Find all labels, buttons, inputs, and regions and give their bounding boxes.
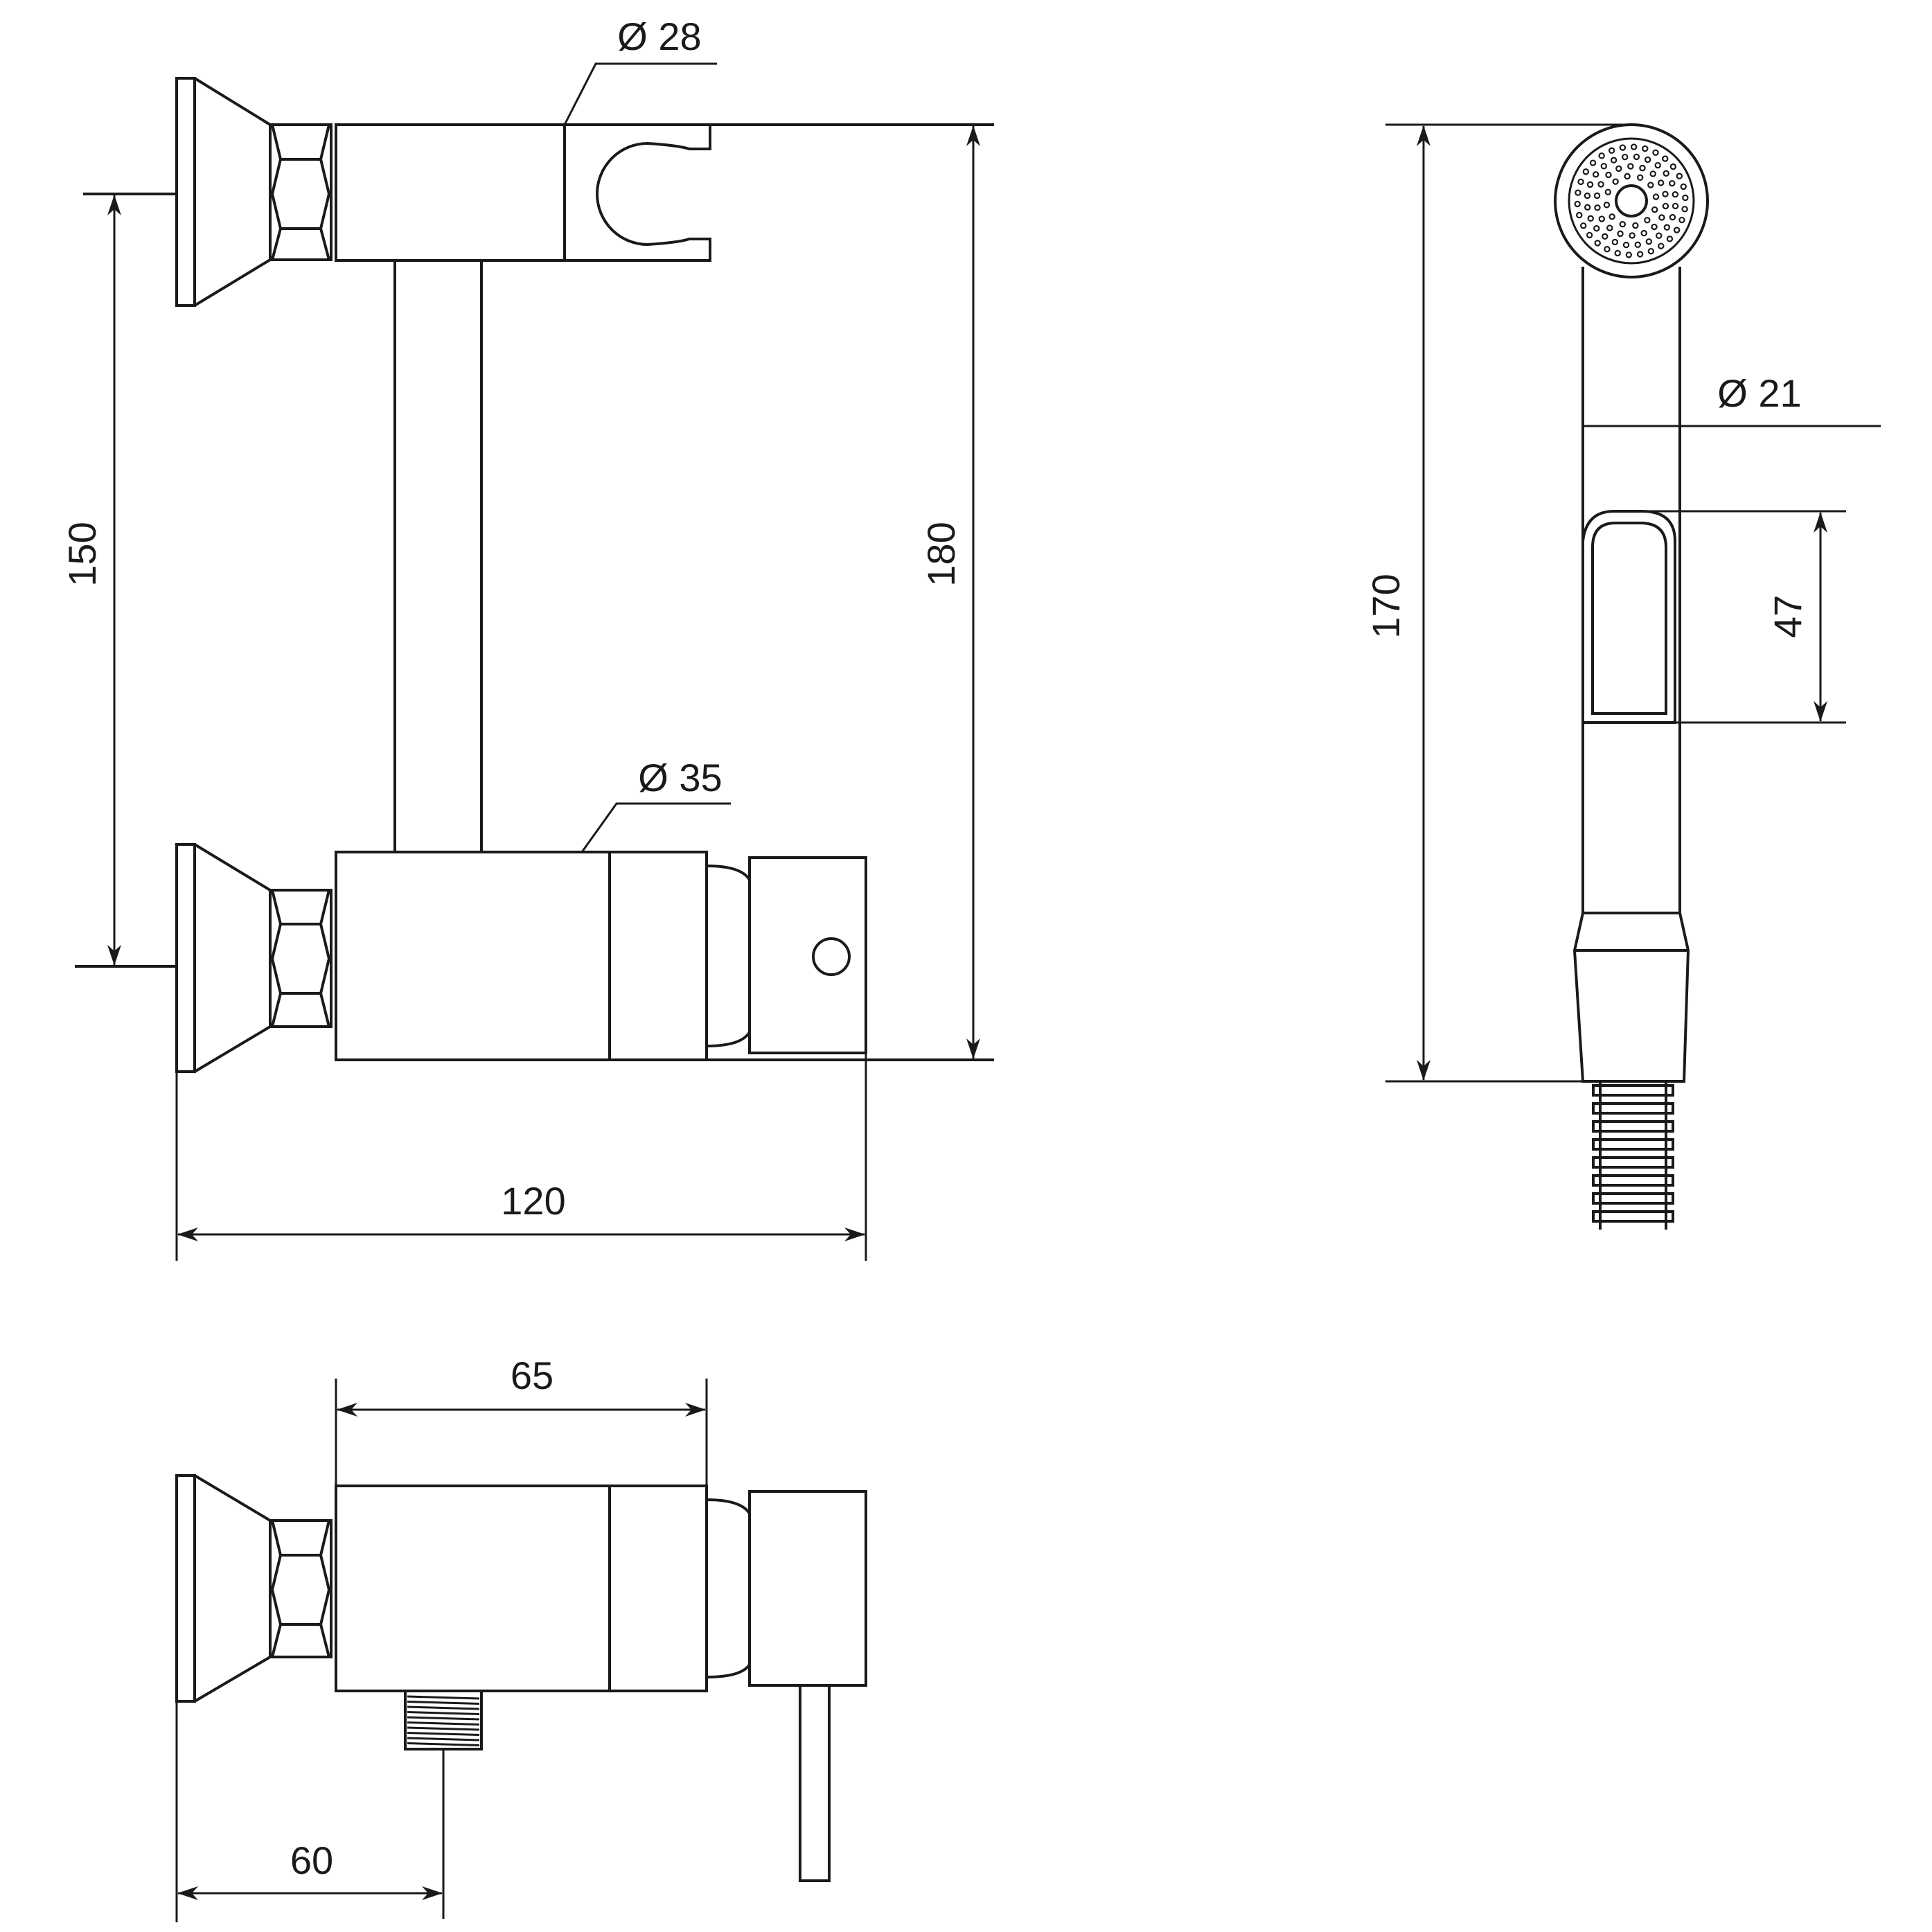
trigger-button xyxy=(1581,510,1676,724)
side-wall-flange xyxy=(175,1474,272,1703)
side-hex-nut xyxy=(269,1519,333,1658)
body-length-label: 65 xyxy=(511,1354,553,1397)
body-diameter-leader xyxy=(581,802,731,853)
holder-block xyxy=(335,123,994,262)
holder-diameter-label: Ø 28 xyxy=(617,15,701,58)
upper-wall-flange xyxy=(83,77,272,307)
hand-shower-length-label: 170 xyxy=(1364,574,1408,638)
lever-handle xyxy=(799,1684,831,1882)
riser-pipe xyxy=(393,259,483,853)
overall-height-label: 180 xyxy=(919,522,963,586)
hose-connector xyxy=(1592,1081,1674,1230)
shower-head xyxy=(1554,123,1709,278)
lower-hex-nut xyxy=(269,889,333,1028)
outlet-offset-label: 60 xyxy=(290,1838,333,1882)
button-length-dimension xyxy=(1642,510,1846,724)
upper-hex-nut xyxy=(269,123,333,261)
mount-spacing-label: 150 xyxy=(60,522,104,586)
mixer-body xyxy=(335,851,994,1061)
handle-diameter-label: Ø 21 xyxy=(1717,371,1801,415)
side-view: 65 60 xyxy=(175,1354,867,1922)
front-view: Ø 28 Ø 35 150 180 120 xyxy=(60,15,994,1261)
threaded-outlet xyxy=(404,1690,483,1919)
side-mixer-body xyxy=(335,1485,867,1692)
nozzle-holes xyxy=(1574,143,1689,258)
lower-wall-flange xyxy=(75,843,272,1073)
overall-width-label: 120 xyxy=(501,1179,565,1223)
outlet-offset-dimension xyxy=(175,1701,443,1922)
body-length-dimension xyxy=(335,1379,708,1486)
holder-diameter-leader xyxy=(563,62,717,125)
hand-shower-view: 170 Ø 21 47 xyxy=(1364,123,1881,1230)
overall-width-dimension xyxy=(175,1053,867,1261)
handle-body xyxy=(1572,267,1690,1083)
body-diameter-label: Ø 35 xyxy=(638,756,722,799)
button-length-label: 47 xyxy=(1766,595,1809,638)
hand-shower-length-dimension xyxy=(1385,123,1631,1083)
